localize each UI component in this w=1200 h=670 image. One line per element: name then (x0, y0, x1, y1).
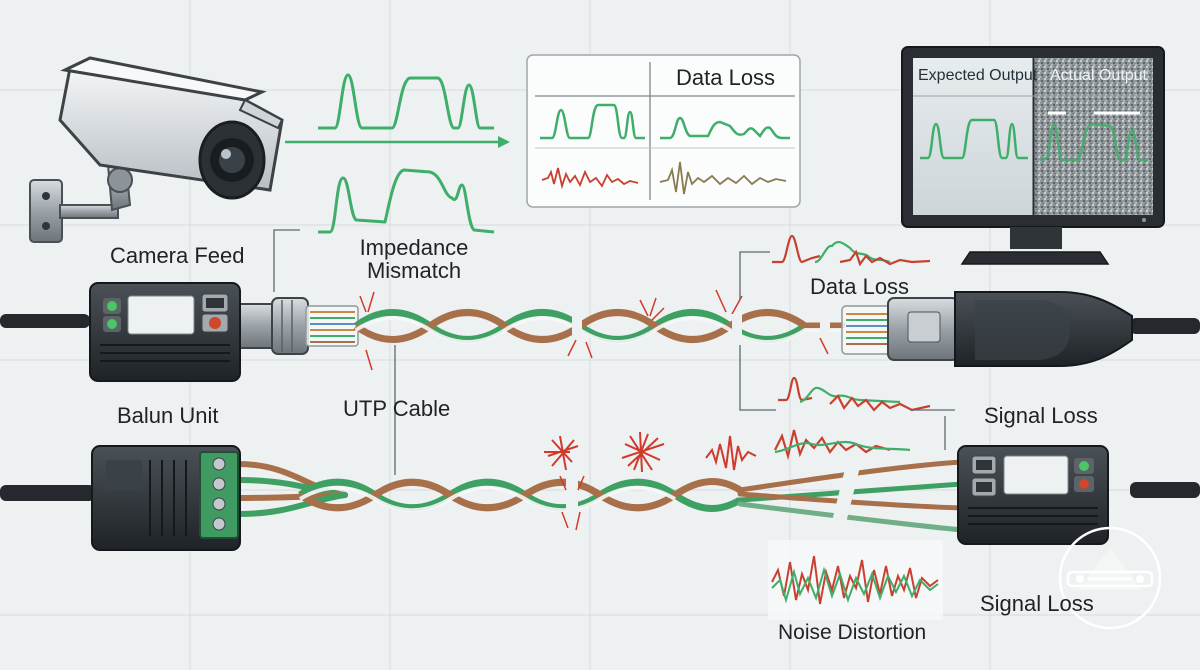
expected-output-waveform (920, 118, 1028, 160)
camera-signal-waveform (318, 73, 495, 234)
leader-lines (273, 229, 955, 475)
cctv-camera-icon (29, 56, 284, 243)
panel-noise-signal-left (541, 167, 639, 190)
data-loss-panel-title: Data Loss (676, 65, 776, 90)
utp-cable-label: UTP Cable (343, 396, 451, 421)
noise-distortion-label: Noise Distortion (778, 621, 927, 644)
balun-device-icon-left (91, 445, 241, 551)
expected-output-label: Expected Output (918, 67, 1038, 84)
balun-unit-label: Balun Unit (117, 403, 219, 428)
logo-badge-icon (1058, 526, 1162, 630)
actual-output-label: Actual Output (1050, 67, 1147, 84)
monitor-icon (901, 46, 1165, 265)
data-loss-waveform (772, 234, 931, 267)
impedance-label-line2: Mismatch (366, 258, 462, 284)
impedance-mismatch-label: Impedance Mismatch (354, 236, 474, 282)
signal-loss-waveform (774, 376, 931, 461)
data-loss-panel (526, 54, 801, 208)
actual-output-waveform (1039, 122, 1148, 162)
signal-arrow-head (498, 136, 510, 148)
camera-feed-label: Camera Feed (110, 243, 245, 268)
bottom-twisted-pair-white (298, 485, 677, 513)
panel-clean-signal (540, 103, 645, 140)
rj45-connector-icon (841, 291, 1133, 367)
noise-distortion-waveform (771, 555, 939, 605)
noise-burst-markers (544, 431, 757, 473)
bottom-cable-assembly (0, 431, 1200, 533)
top-cable-assembly (0, 289, 1200, 371)
signal-loss-bottom-label: Signal Loss (980, 591, 1094, 616)
balun-device-icon-right (957, 445, 1109, 545)
data-loss-cable-label: Data Loss (810, 274, 910, 299)
balun-device-icon (89, 282, 241, 382)
bottom-twisted-pair-copper (298, 478, 742, 512)
impedance-label-line1: Impedance (359, 235, 469, 260)
panel-degraded-signal (660, 116, 790, 140)
panel-noise-signal-right (659, 161, 787, 195)
signal-loss-top-label: Signal Loss (984, 403, 1098, 428)
